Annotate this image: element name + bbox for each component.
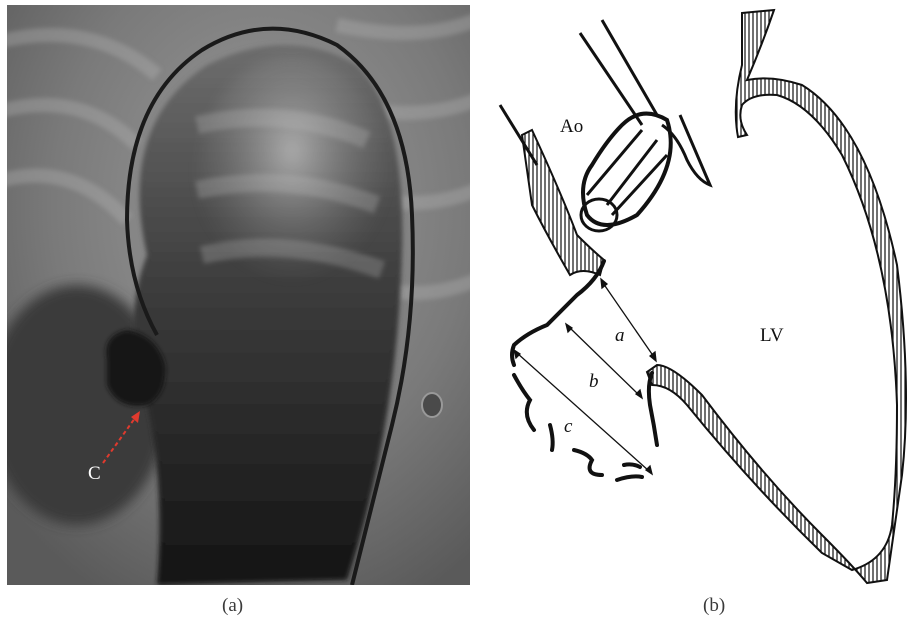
- lv-wall: [647, 10, 906, 583]
- measure-arrows: [514, 279, 656, 474]
- label-b: b: [589, 371, 599, 392]
- caption-b: (b): [703, 595, 725, 617]
- label-lv: LV: [760, 325, 784, 346]
- aneurysm-outline: [512, 261, 657, 480]
- measure-a: [603, 283, 654, 357]
- measure-b: [569, 327, 639, 395]
- septal-wedge: [522, 130, 604, 275]
- angiogram-panel: C: [7, 5, 470, 585]
- label-c: C: [88, 463, 101, 484]
- schematic-panel: Ao LV a b c: [492, 5, 922, 585]
- label-c-schematic: c: [564, 416, 573, 437]
- caption-a: (a): [222, 595, 243, 617]
- label-a: a: [615, 325, 625, 346]
- label-ao: Ao: [560, 116, 583, 137]
